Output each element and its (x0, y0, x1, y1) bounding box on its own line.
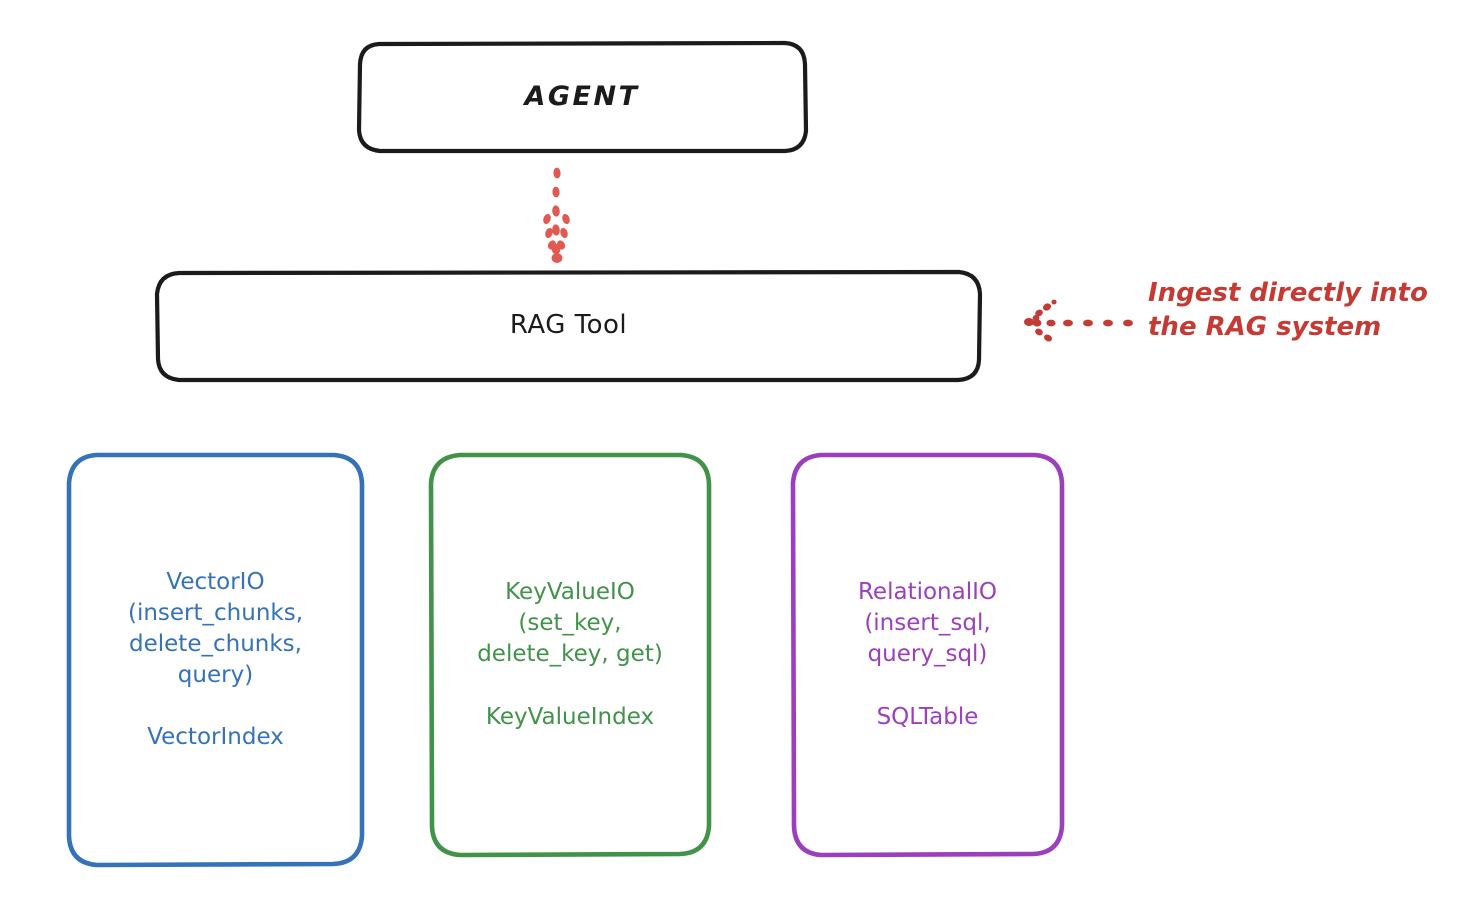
key-value-io-node[interactable]: KeyValueIO (set_key, delete_key, get) Ke… (428, 452, 712, 858)
agent-to-rag-tool-arrow (543, 167, 570, 263)
rag-tool-node-label: RAG Tool (509, 310, 628, 341)
ingest-annotation-label: Ingest directly into the RAG system (1148, 278, 1428, 342)
vector-io-node[interactable]: VectorIO (insert_chunks, delete_chunks, … (66, 452, 365, 868)
relational-io-node[interactable]: RelationalIO (insert_sql, query_sql) SQL… (790, 452, 1065, 858)
agent-node[interactable]: AGENT (356, 40, 809, 154)
agent-node-label: AGENT (524, 80, 640, 112)
key-value-io-node-label: KeyValueIO (set_key, delete_key, get) Ke… (477, 579, 663, 730)
rag-tool-node[interactable]: RAG Tool (154, 269, 983, 383)
vector-io-node-label: VectorIO (insert_chunks, delete_chunks, … (127, 568, 304, 751)
ingest-to-rag-tool-arrow (1024, 299, 1133, 342)
relational-io-node-label: RelationalIO (insert_sql, query_sql) SQL… (857, 579, 997, 730)
